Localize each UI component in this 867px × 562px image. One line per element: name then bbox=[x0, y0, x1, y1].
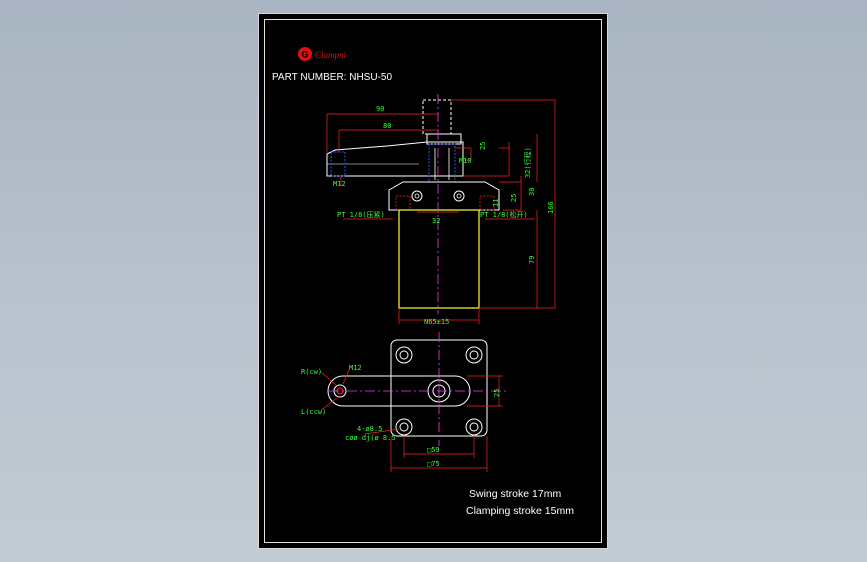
part-number: PART NUMBER: NHSU-50 bbox=[272, 72, 392, 83]
label-pt-left: PT 1/8(压紧) bbox=[337, 210, 385, 219]
label-pt-right: PT 1/8(松开) bbox=[480, 210, 528, 219]
note-swing-stroke: Swing stroke 17mm bbox=[469, 488, 561, 500]
dim-32-stroke: 32(行程) bbox=[523, 147, 532, 178]
dim-n65: N65±15 bbox=[424, 318, 449, 326]
logo-mark-icon bbox=[298, 47, 312, 61]
dim-166: 166 bbox=[547, 201, 555, 214]
top-dimension-texts: 25 □59 □75 M12 R(cw) L(ccw) 4-ø8.5 cøø d… bbox=[301, 364, 501, 468]
dim-25-bottom: 25 bbox=[493, 389, 501, 397]
drawing-sheet: G Clampni PART NUMBER: NHSU-50 bbox=[258, 13, 608, 549]
dim-25-top: 25 bbox=[479, 142, 487, 150]
port-fitting-left bbox=[395, 195, 411, 211]
note-clamping-stroke: Clamping stroke 15mm bbox=[466, 505, 574, 517]
dim-79: 79 bbox=[528, 256, 536, 264]
port-left-hole bbox=[411, 190, 423, 202]
port-right-inner bbox=[456, 193, 462, 199]
drawing-border bbox=[264, 19, 602, 543]
logo-letter: G bbox=[302, 50, 309, 60]
flange bbox=[388, 181, 500, 211]
port-fitting-right bbox=[479, 195, 495, 211]
port-right-hole bbox=[453, 190, 465, 202]
port-left-inner bbox=[414, 193, 420, 199]
label-counterbore: cøø dj(ø 8.5 bbox=[345, 434, 396, 442]
dim-80: 80 bbox=[383, 122, 391, 130]
arm-bolt-outline bbox=[330, 151, 346, 177]
top-view bbox=[320, 332, 509, 472]
label-m12-top: M12 bbox=[333, 180, 346, 188]
dim-30: 30 bbox=[528, 188, 536, 196]
dim-32-bore: 32 bbox=[432, 217, 440, 225]
side-dimension-lines bbox=[326, 99, 556, 324]
piston-top-outline bbox=[422, 99, 452, 135]
dim-59: □59 bbox=[427, 446, 440, 454]
label-r-cw: R(cw) bbox=[301, 368, 322, 376]
cad-drawing: G Clampni PART NUMBER: NHSU-50 bbox=[272, 47, 574, 517]
label-holes: 4-ø8.5 bbox=[357, 425, 382, 433]
cylinder-body bbox=[398, 209, 480, 309]
label-m10: M10 bbox=[459, 157, 472, 165]
dim-25-mid: 25 bbox=[510, 194, 518, 202]
label-m12-bottom: M12 bbox=[349, 364, 362, 372]
logo-text: Clampni bbox=[315, 50, 347, 60]
clamp-arm bbox=[326, 141, 464, 177]
clampni-logo: G Clampni bbox=[298, 47, 347, 61]
dim-90: 90 bbox=[376, 105, 384, 113]
dim-75: □75 bbox=[427, 460, 440, 468]
arm-top-view bbox=[327, 375, 471, 407]
dim-11: 11 bbox=[492, 199, 500, 207]
side-view bbox=[326, 94, 556, 324]
side-dimension-texts: 90 80 25 32(行程) 25 30 166 79 11 32 N65±1… bbox=[333, 105, 555, 326]
top-dimension-lines bbox=[320, 369, 503, 472]
label-l-ccw: L(ccw) bbox=[301, 408, 326, 416]
mounting-holes bbox=[395, 346, 483, 436]
